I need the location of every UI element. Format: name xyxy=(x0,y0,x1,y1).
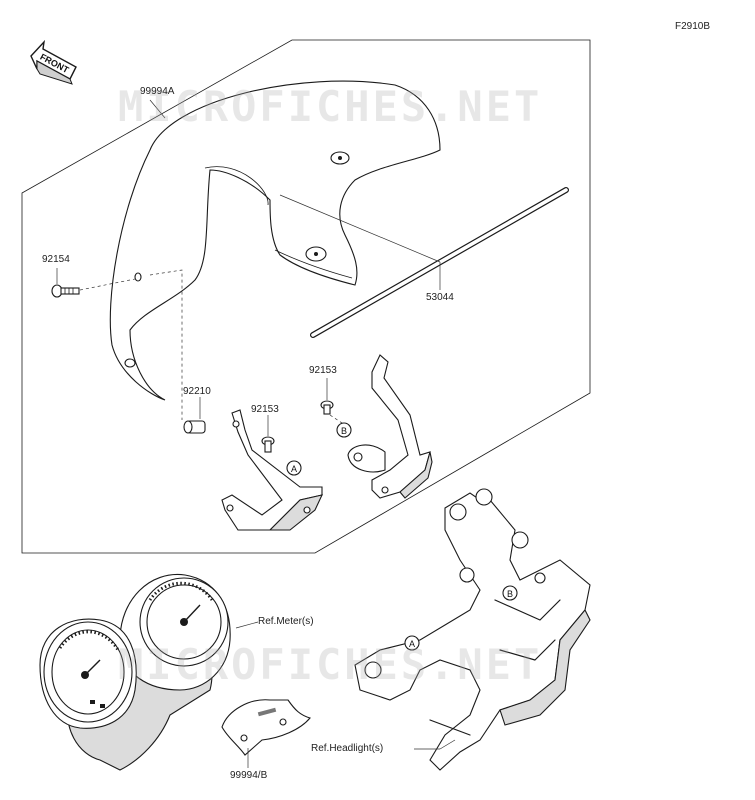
part-label-rod: 53044 xyxy=(426,292,454,303)
callout-circle-b-top xyxy=(336,422,352,438)
callout-circle-b-bottom xyxy=(502,585,518,601)
kit-boundary-frame xyxy=(21,39,591,554)
callout-a-bottom: A xyxy=(409,639,415,649)
watermark-bottom: MICROFICHES.NET xyxy=(118,640,543,689)
leader-meter xyxy=(235,621,259,629)
front-arrow-icon xyxy=(30,39,77,85)
callout-b-bottom: B xyxy=(507,589,513,599)
part-label-cover: 99994/B xyxy=(230,770,268,781)
ref-label-meter: Ref.Meter(s) xyxy=(258,616,314,627)
bolt xyxy=(51,284,80,298)
leader-headlight-ext xyxy=(439,739,456,750)
figure-code: F2910B xyxy=(675,21,711,32)
meter-assembly xyxy=(39,573,231,771)
assembly-line-spacer xyxy=(149,269,183,420)
washer xyxy=(134,272,142,282)
part-label-bolt: 92154 xyxy=(42,254,70,265)
left-bracket xyxy=(221,409,323,531)
callout-a-top: A xyxy=(291,464,297,474)
ref-label-headlight: Ref.Headlight(s) xyxy=(311,743,384,754)
part-label-screw-right: 92153 xyxy=(309,365,337,376)
spacer xyxy=(183,420,206,434)
leader-windshield xyxy=(149,99,166,119)
callout-circle-a-top xyxy=(286,460,302,476)
screw-left xyxy=(261,436,275,453)
callout-b-top: B xyxy=(341,426,347,436)
part-label-screw-left: 92153 xyxy=(251,404,279,415)
part-label-windshield: 99994A xyxy=(140,86,175,97)
callout-circle-a-bottom xyxy=(404,635,420,651)
part-label-spacer: 92210 xyxy=(183,386,211,397)
windshield xyxy=(109,80,441,401)
meter-cover xyxy=(221,699,311,756)
right-bracket xyxy=(347,354,433,499)
assembly-line-bolt xyxy=(79,277,141,291)
leader-rod-ext xyxy=(279,194,441,263)
rod xyxy=(310,187,569,338)
headlight-bracket xyxy=(354,488,591,771)
screw-right xyxy=(320,400,334,415)
watermark-top: MICROFICHES.NET xyxy=(118,82,543,131)
